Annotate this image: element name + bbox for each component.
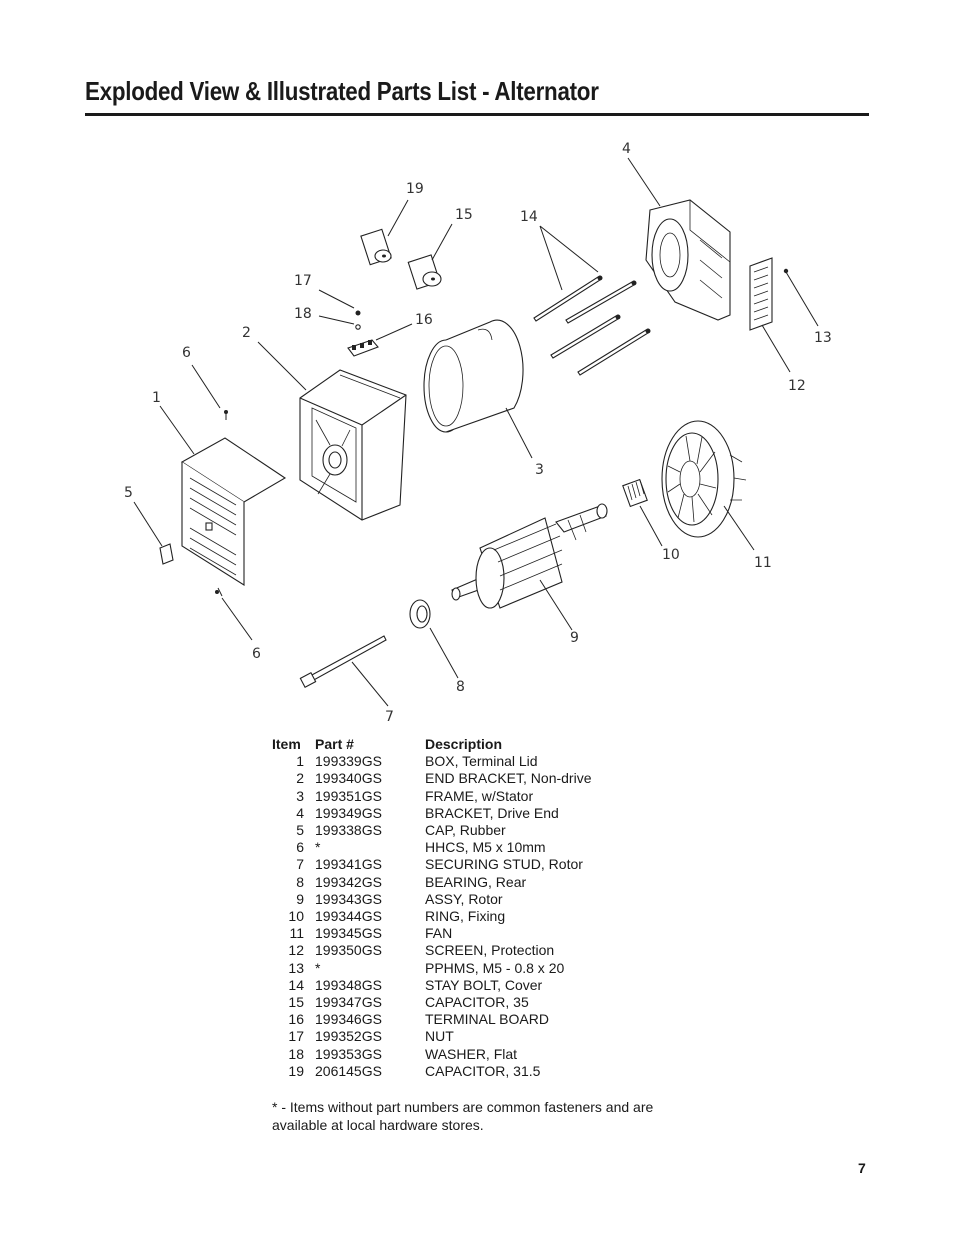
table-header: Item Part # Description [272, 736, 592, 753]
fixing-ring-10 [622, 478, 648, 508]
header-item: Item [272, 736, 301, 752]
fan-11 [661, 420, 747, 538]
callout-8: 8 [456, 679, 465, 695]
callout-1: 1 [152, 390, 161, 406]
drive-end-bracket-4 [645, 199, 731, 321]
callout-3: 3 [535, 462, 544, 478]
capacitor-19 [360, 228, 392, 266]
page-title: Exploded View & Illustrated Parts List -… [85, 76, 599, 106]
callout-7: 7 [385, 709, 394, 725]
callout-9: 9 [570, 630, 579, 646]
callout-17: 17 [294, 273, 312, 289]
exploded-view-diagram: 1 2 3 4 5 6 6 7 8 9 10 11 12 13 14 15 16… [124, 141, 832, 725]
terminal-box-lid-1 [180, 437, 287, 586]
capacitor-15 [407, 254, 442, 290]
frame-stator-3 [423, 319, 524, 433]
securing-stud-7 [299, 635, 387, 688]
rubber-cap-5 [159, 543, 174, 565]
title-rule [85, 113, 869, 116]
protection-screen-12 [749, 257, 773, 331]
fastener-note: * - Items without part numbers are commo… [272, 1099, 654, 1133]
callout-18: 18 [294, 306, 312, 322]
callouts: 1 2 3 4 5 6 6 7 8 9 10 11 12 13 14 15 16… [124, 141, 832, 725]
screws-6 [215, 410, 228, 597]
callout-15: 15 [455, 207, 473, 223]
table-row: 13*PPHMS, M5 - 0.8 x 20 [288, 959, 565, 976]
callout-19: 19 [406, 181, 424, 197]
callout-13: 13 [814, 330, 832, 346]
callout-10: 10 [662, 547, 680, 563]
callout-6a: 6 [182, 345, 191, 361]
screw-13 [783, 268, 789, 274]
leader-lines [133, 157, 819, 707]
callout-16: 16 [415, 312, 433, 328]
end-bracket-2 [299, 369, 407, 521]
page-number: 7 [858, 1160, 866, 1176]
header-description: Description [425, 736, 503, 752]
callout-11: 11 [754, 555, 772, 571]
callout-5: 5 [124, 485, 133, 501]
header-part: Part # [315, 736, 354, 752]
callout-14: 14 [520, 209, 538, 225]
nut-washer-17-18 [355, 310, 361, 330]
bearing-8 [409, 599, 431, 629]
stay-bolts-14 [533, 275, 651, 376]
rotor-assy-9 [451, 503, 608, 609]
callout-2: 2 [242, 325, 251, 341]
callout-12: 12 [788, 378, 806, 394]
callout-6b: 6 [252, 646, 261, 662]
callout-4: 4 [622, 141, 631, 157]
terminal-board-16 [347, 339, 379, 357]
table-row: 6*HHCS, M5 x 10mm [296, 839, 546, 856]
